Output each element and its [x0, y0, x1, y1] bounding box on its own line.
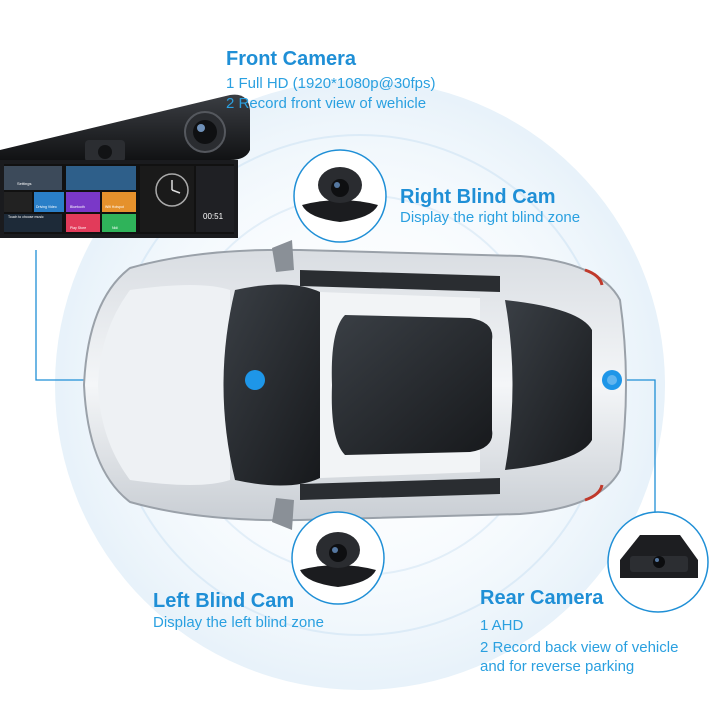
car-top-view	[82, 240, 627, 530]
mirror-tile-label: Driving Video	[36, 205, 57, 209]
mirror-tile-label: Nidi	[112, 226, 118, 230]
rear-camera-marker	[602, 370, 622, 390]
rear-camera-connector	[615, 379, 656, 530]
tile-bluetooth	[66, 192, 100, 212]
rear-camera-spec-2: 2 Record back view of vehicle	[480, 639, 679, 656]
right-blind-cam-desc: Display the right blind zone	[400, 209, 581, 226]
front-camera-spec-2: 2 Record front view of wehicle	[226, 95, 427, 112]
camera-markers	[245, 370, 622, 390]
tile-nidi	[102, 214, 136, 232]
tile-wifi	[102, 192, 136, 212]
left-blind-cam-image	[291, 511, 385, 605]
mirror-tile-label: Play Store	[70, 226, 86, 230]
tile-settings	[4, 166, 62, 190]
rear-camera-spec-1: 1 AHD	[480, 617, 524, 634]
analog-clock-icon	[155, 173, 189, 207]
rear-camera-image	[607, 511, 709, 613]
tile-driving-video	[34, 192, 64, 212]
mirror-clock: 00:51	[203, 212, 224, 221]
front-camera-spec-1: 1 Full HD (1920*1080p@30fps)	[226, 75, 436, 92]
front-camera-title: Front Camera	[226, 48, 357, 70]
mirror-tile-label: Settings	[17, 181, 31, 186]
mirror-tile-label: Wifi Hotspot	[105, 205, 124, 209]
mirror-tile-label: Touch to choose music	[8, 215, 44, 219]
left-blind-cam-desc: Display the left blind zone	[153, 614, 324, 631]
mirror-screen	[4, 164, 234, 234]
right-blind-cam-image	[293, 149, 387, 243]
mirror-dashcam	[0, 94, 250, 238]
tile-map	[66, 166, 136, 190]
right-blind-cam-title: Right Blind Cam	[400, 186, 556, 208]
rear-camera-title: Rear Camera	[480, 587, 604, 609]
front-camera-marker	[245, 370, 265, 390]
rear-camera-spec-3: and for reverse parking	[480, 658, 635, 675]
tile-play-store	[66, 214, 100, 232]
left-blind-cam-title: Left Blind Cam	[153, 590, 295, 612]
mirror-tile-label: Bluetooth	[70, 205, 85, 209]
